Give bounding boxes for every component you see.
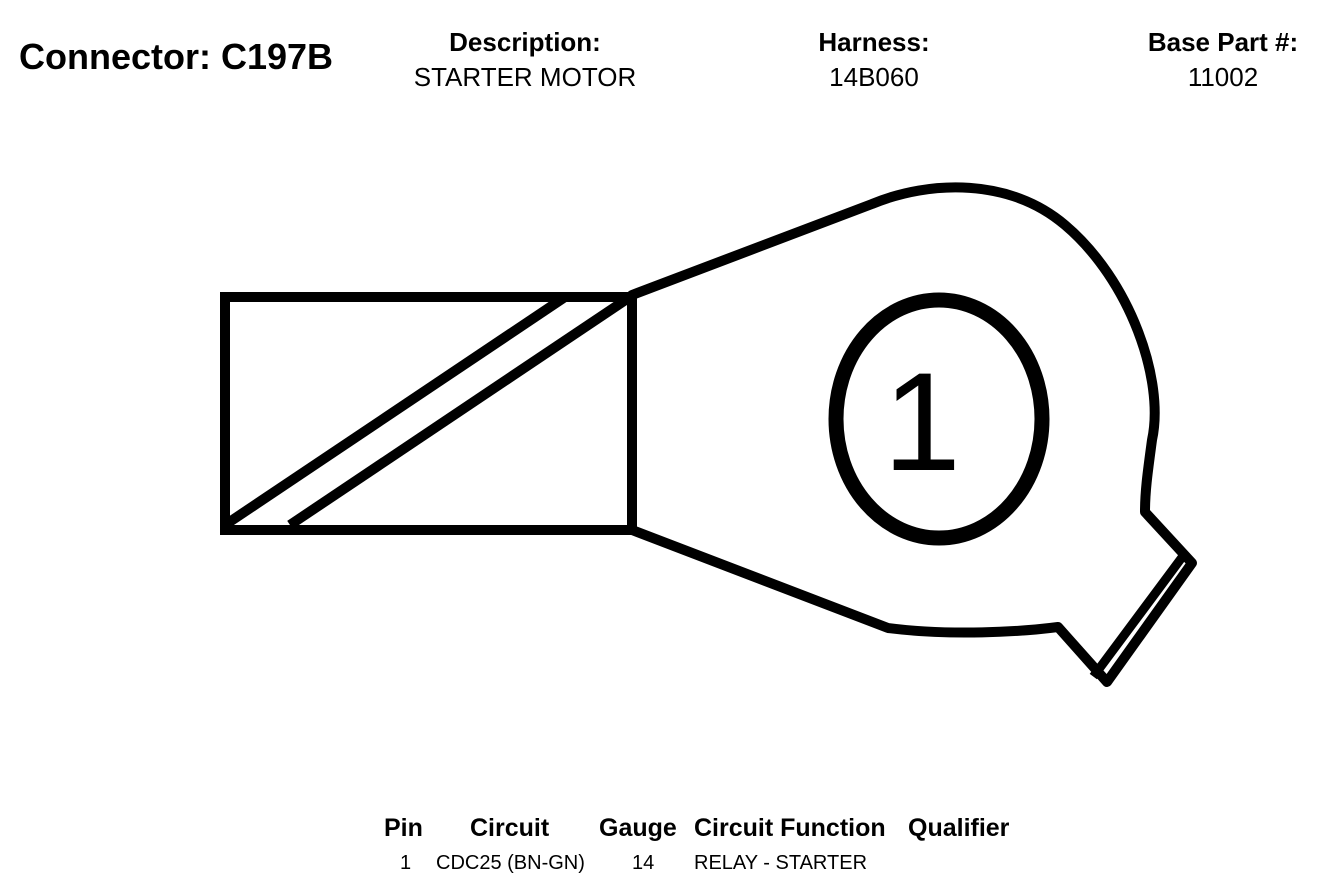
pin-column-header: Pin: [384, 814, 423, 842]
pin-number-label: 1: [883, 343, 961, 500]
connector-title: Connector: C197B: [19, 36, 334, 77]
circuit-function-column-header: Circuit Function: [694, 814, 886, 842]
base-part-value: 11002: [1187, 62, 1259, 92]
row-pin-cell: 1: [400, 852, 412, 874]
harness-block: Harness: 14B060: [818, 27, 929, 95]
description-value: STARTER MOTOR: [413, 62, 637, 92]
row-circuit-cell: CDC25 (BN-GN): [436, 852, 585, 874]
gauge-column-header: Gauge: [599, 814, 677, 842]
crimp-diagonal-lower: [287, 292, 633, 530]
row-gauge-cell: 14: [632, 852, 655, 874]
harness-label: Harness:: [818, 27, 930, 57]
row-function-cell: RELAY - STARTER: [694, 852, 868, 874]
qualifier-column-header: Qualifier: [908, 814, 1010, 842]
terminal-tab-line: [1089, 553, 1187, 680]
crimp-diagonal-upper: [222, 292, 568, 530]
base-part-label: Base Part #:: [1147, 27, 1299, 57]
base-part-block: Base Part #: 11002: [1148, 27, 1298, 95]
description-block: Description: STARTER MOTOR: [414, 27, 636, 95]
circuit-column-header: Circuit: [470, 814, 550, 842]
description-label: Description:: [449, 27, 601, 57]
pin-circle: [828, 292, 1050, 546]
harness-value: 14B060: [829, 62, 919, 92]
